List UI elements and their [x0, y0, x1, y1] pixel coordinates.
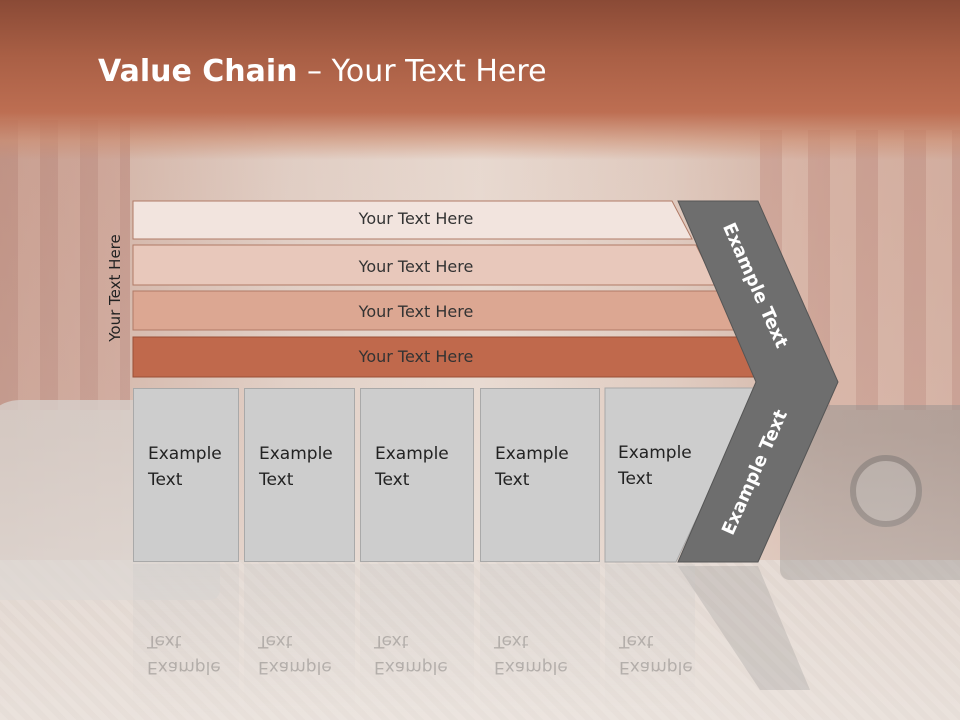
column-box-1[interactable]: Example Text — [133, 388, 239, 562]
chevron-reflection — [678, 566, 810, 690]
column-reflection-2: Example Text — [244, 564, 355, 714]
column-box-3[interactable]: Example Text — [360, 388, 474, 562]
reflection-text-5: Example Text — [619, 631, 693, 677]
reflection-text-1: Example Text — [147, 631, 221, 677]
row-bar-1[interactable] — [132, 200, 693, 240]
column-text-4: Example Text — [495, 444, 569, 490]
column-text-3: Example Text — [375, 444, 449, 490]
chevron-arrow[interactable] — [677, 200, 839, 563]
row-label-3: Your Text Here — [358, 302, 474, 321]
column-text-1: Example Text — [148, 444, 222, 490]
title-bold: Value Chain — [98, 54, 298, 89]
column-reflection-3: Example Text — [360, 564, 474, 714]
header-band — [0, 0, 960, 160]
slide-title[interactable]: Value Chain – Your Text Here — [98, 54, 547, 89]
column-reflection-5: Example Text — [605, 564, 695, 714]
column-text-2: Example Text — [259, 444, 333, 490]
column-text-5: Example Text — [618, 443, 692, 489]
column-box-2[interactable]: Example Text — [244, 388, 355, 562]
column-box-5[interactable] — [604, 387, 759, 563]
row-label-4: Your Text Here — [358, 347, 474, 366]
row-label-1: Your Text Here — [358, 209, 474, 228]
title-rest: – Your Text Here — [297, 54, 547, 89]
column-box-4[interactable]: Example Text — [480, 388, 600, 562]
reflection-text-4: Example Text — [494, 631, 568, 677]
reflection-text-3: Example Text — [374, 631, 448, 677]
column-reflection-1: Example Text — [133, 564, 239, 714]
row-label-2: Your Text Here — [358, 257, 474, 276]
reflection-text-2: Example Text — [258, 631, 332, 677]
column-reflection-4: Example Text — [480, 564, 600, 714]
